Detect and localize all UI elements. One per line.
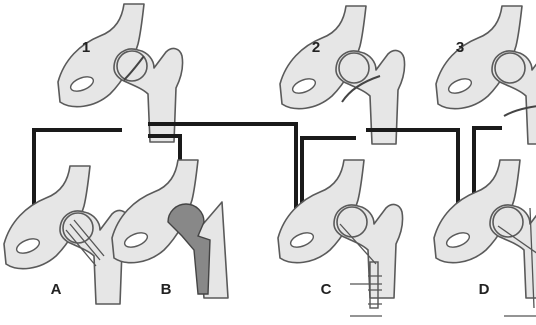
label-d: D (479, 281, 490, 298)
label-1: 1 (82, 39, 90, 56)
label-c: C (321, 281, 332, 298)
hip-joint-3 (436, 6, 536, 144)
panel-1 (58, 4, 183, 142)
label-3: 3 (456, 39, 464, 56)
hip-joint-1 (58, 4, 183, 142)
panel-b (112, 160, 228, 298)
hip-joint-a (4, 166, 129, 304)
label-a: A (51, 281, 62, 298)
panel-2 (280, 6, 405, 144)
hip-joint-2 (280, 6, 405, 144)
connector-lines (34, 124, 500, 214)
label-2: 2 (312, 39, 320, 56)
hemiarthroplasty-prosthesis (168, 204, 210, 294)
label-b: B (161, 281, 172, 298)
hip-joint-d (434, 160, 536, 298)
panel-a (4, 166, 129, 304)
panel-3 (436, 6, 536, 144)
